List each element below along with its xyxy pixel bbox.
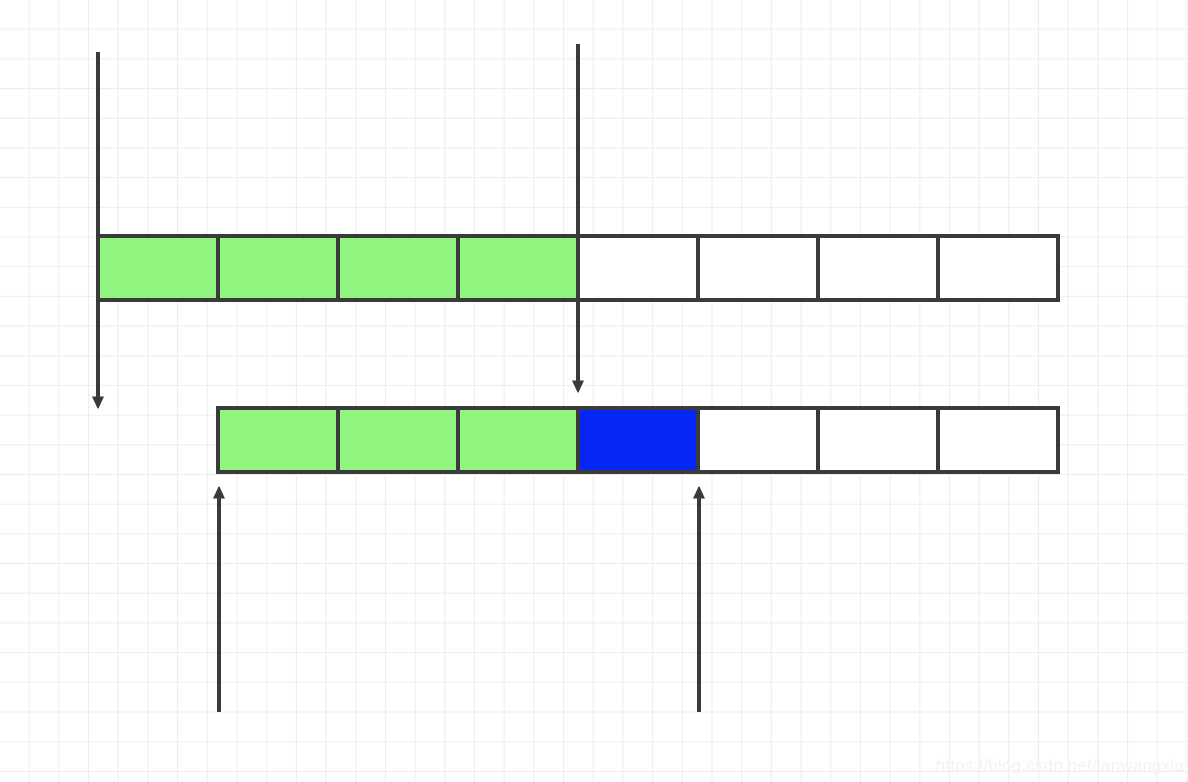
array-cell[interactable] — [696, 406, 820, 474]
array-cell[interactable] — [936, 234, 1060, 302]
array-cell[interactable] — [216, 234, 340, 302]
array-cell[interactable] — [816, 406, 940, 474]
array-cell[interactable] — [696, 234, 820, 302]
array-cell[interactable] — [216, 406, 340, 474]
array-cell[interactable] — [576, 234, 700, 302]
array-cell[interactable] — [456, 234, 580, 302]
watermark-text: https://blog.csdn.net/lanwangxia — [935, 756, 1184, 775]
array-cell[interactable] — [576, 406, 700, 474]
array-rows-layer — [96, 234, 1060, 474]
array-cell[interactable] — [936, 406, 1060, 474]
result-array-row — [216, 406, 1060, 474]
array-cell[interactable] — [336, 406, 460, 474]
array-cell[interactable] — [456, 406, 580, 474]
array-cell[interactable] — [336, 234, 460, 302]
array-cell[interactable] — [96, 234, 220, 302]
source-array-row — [96, 234, 1060, 302]
array-cell[interactable] — [816, 234, 940, 302]
arrow-group — [98, 44, 699, 712]
